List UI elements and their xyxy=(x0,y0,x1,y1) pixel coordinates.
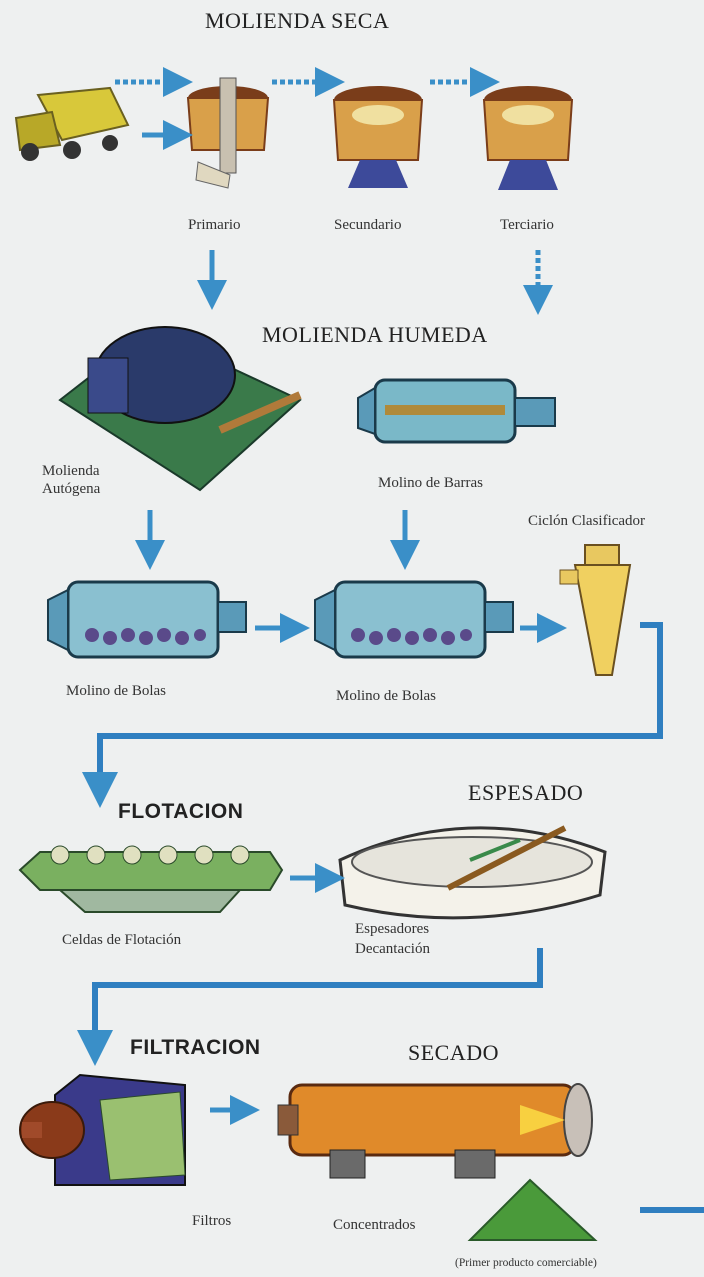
label-espesadores-2: Decantación xyxy=(355,940,430,958)
heading-molienda-humeda: MOLIENDA HUMEDA xyxy=(262,322,488,348)
heading-filtracion: FILTRACION xyxy=(130,1036,261,1060)
cyclone-classifier-icon xyxy=(560,545,630,675)
heading-flotacion: FLOTACION xyxy=(118,800,243,824)
concentrate-pile-icon xyxy=(470,1180,595,1240)
tertiary-crusher-icon xyxy=(484,86,572,190)
label-espesadores-1: Espesadores xyxy=(355,920,429,938)
label-celdas: Celdas de Flotación xyxy=(62,931,181,949)
secondary-crusher-icon xyxy=(334,86,422,188)
heading-secado: SECADO xyxy=(408,1040,499,1066)
label-molino-bolas-2: Molino de Bolas xyxy=(336,687,436,705)
flow-arrows-row2 xyxy=(150,510,405,555)
label-primer-producto: (Primer producto comerciable) xyxy=(455,1254,597,1272)
flow-arrows-row1 xyxy=(115,82,538,300)
heading-molienda-seca: MOLIENDA SECA xyxy=(205,8,389,34)
label-molino-barras: Molino de Barras xyxy=(378,474,483,492)
dump-truck-icon xyxy=(16,88,128,161)
label-concentrados: Concentrados xyxy=(333,1216,415,1234)
label-filtros: Filtros xyxy=(192,1212,231,1230)
thickener-icon xyxy=(340,828,605,918)
label-ciclon: Ciclón Clasificador xyxy=(528,512,645,530)
label-molino-bolas-1: Molino de Bolas xyxy=(66,682,166,700)
label-molienda-autogena-1: Molienda xyxy=(42,462,100,480)
label-secundario: Secundario xyxy=(334,216,401,234)
heading-espesado: ESPESADO xyxy=(468,780,583,806)
connector-line-2 xyxy=(95,948,540,1048)
filter-icon xyxy=(20,1075,185,1185)
rod-mill-icon xyxy=(358,380,555,442)
ball-mill-2-icon xyxy=(315,582,513,657)
primary-crusher-icon xyxy=(188,78,268,188)
label-primario: Primario xyxy=(188,216,241,234)
ball-mill-1-icon xyxy=(48,582,246,657)
rotary-dryer-icon xyxy=(278,1084,592,1178)
flotation-cells-icon xyxy=(20,846,282,912)
label-terciario: Terciario xyxy=(500,216,554,234)
label-molienda-autogena-2: Autógena xyxy=(42,480,100,498)
